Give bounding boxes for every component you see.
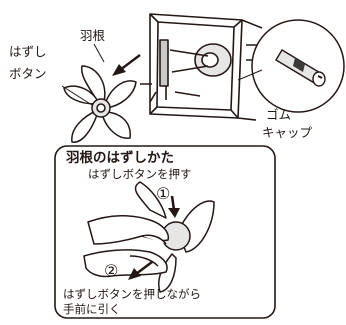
push-arrow bbox=[168, 195, 180, 218]
inset-title: 羽根のはずしかた bbox=[66, 150, 174, 166]
step1-text: はずしボタンを押す bbox=[88, 167, 192, 181]
final-text-line1: はずしボタンを押しながら bbox=[63, 287, 201, 301]
rubber-cap-label-line2: キャップ bbox=[262, 125, 313, 140]
hands-removing-blade bbox=[83, 181, 215, 293]
rubber-cap-detail bbox=[237, 19, 345, 113]
final-text-line2: 手前に引く bbox=[63, 302, 121, 316]
release-button-label-line2: ボタン bbox=[9, 66, 47, 81]
rubber-cap-label-line1: ゴム bbox=[266, 107, 292, 122]
step2-number: ② bbox=[104, 261, 119, 280]
fan-housing bbox=[140, 13, 263, 121]
blade-label: 羽根 bbox=[80, 28, 106, 43]
release-button-label-line1: はずし bbox=[9, 44, 47, 59]
remove-arrow bbox=[112, 54, 141, 76]
fan-blade bbox=[63, 65, 137, 143]
step1-number: ① bbox=[156, 184, 171, 203]
pull-arrow bbox=[128, 260, 153, 280]
